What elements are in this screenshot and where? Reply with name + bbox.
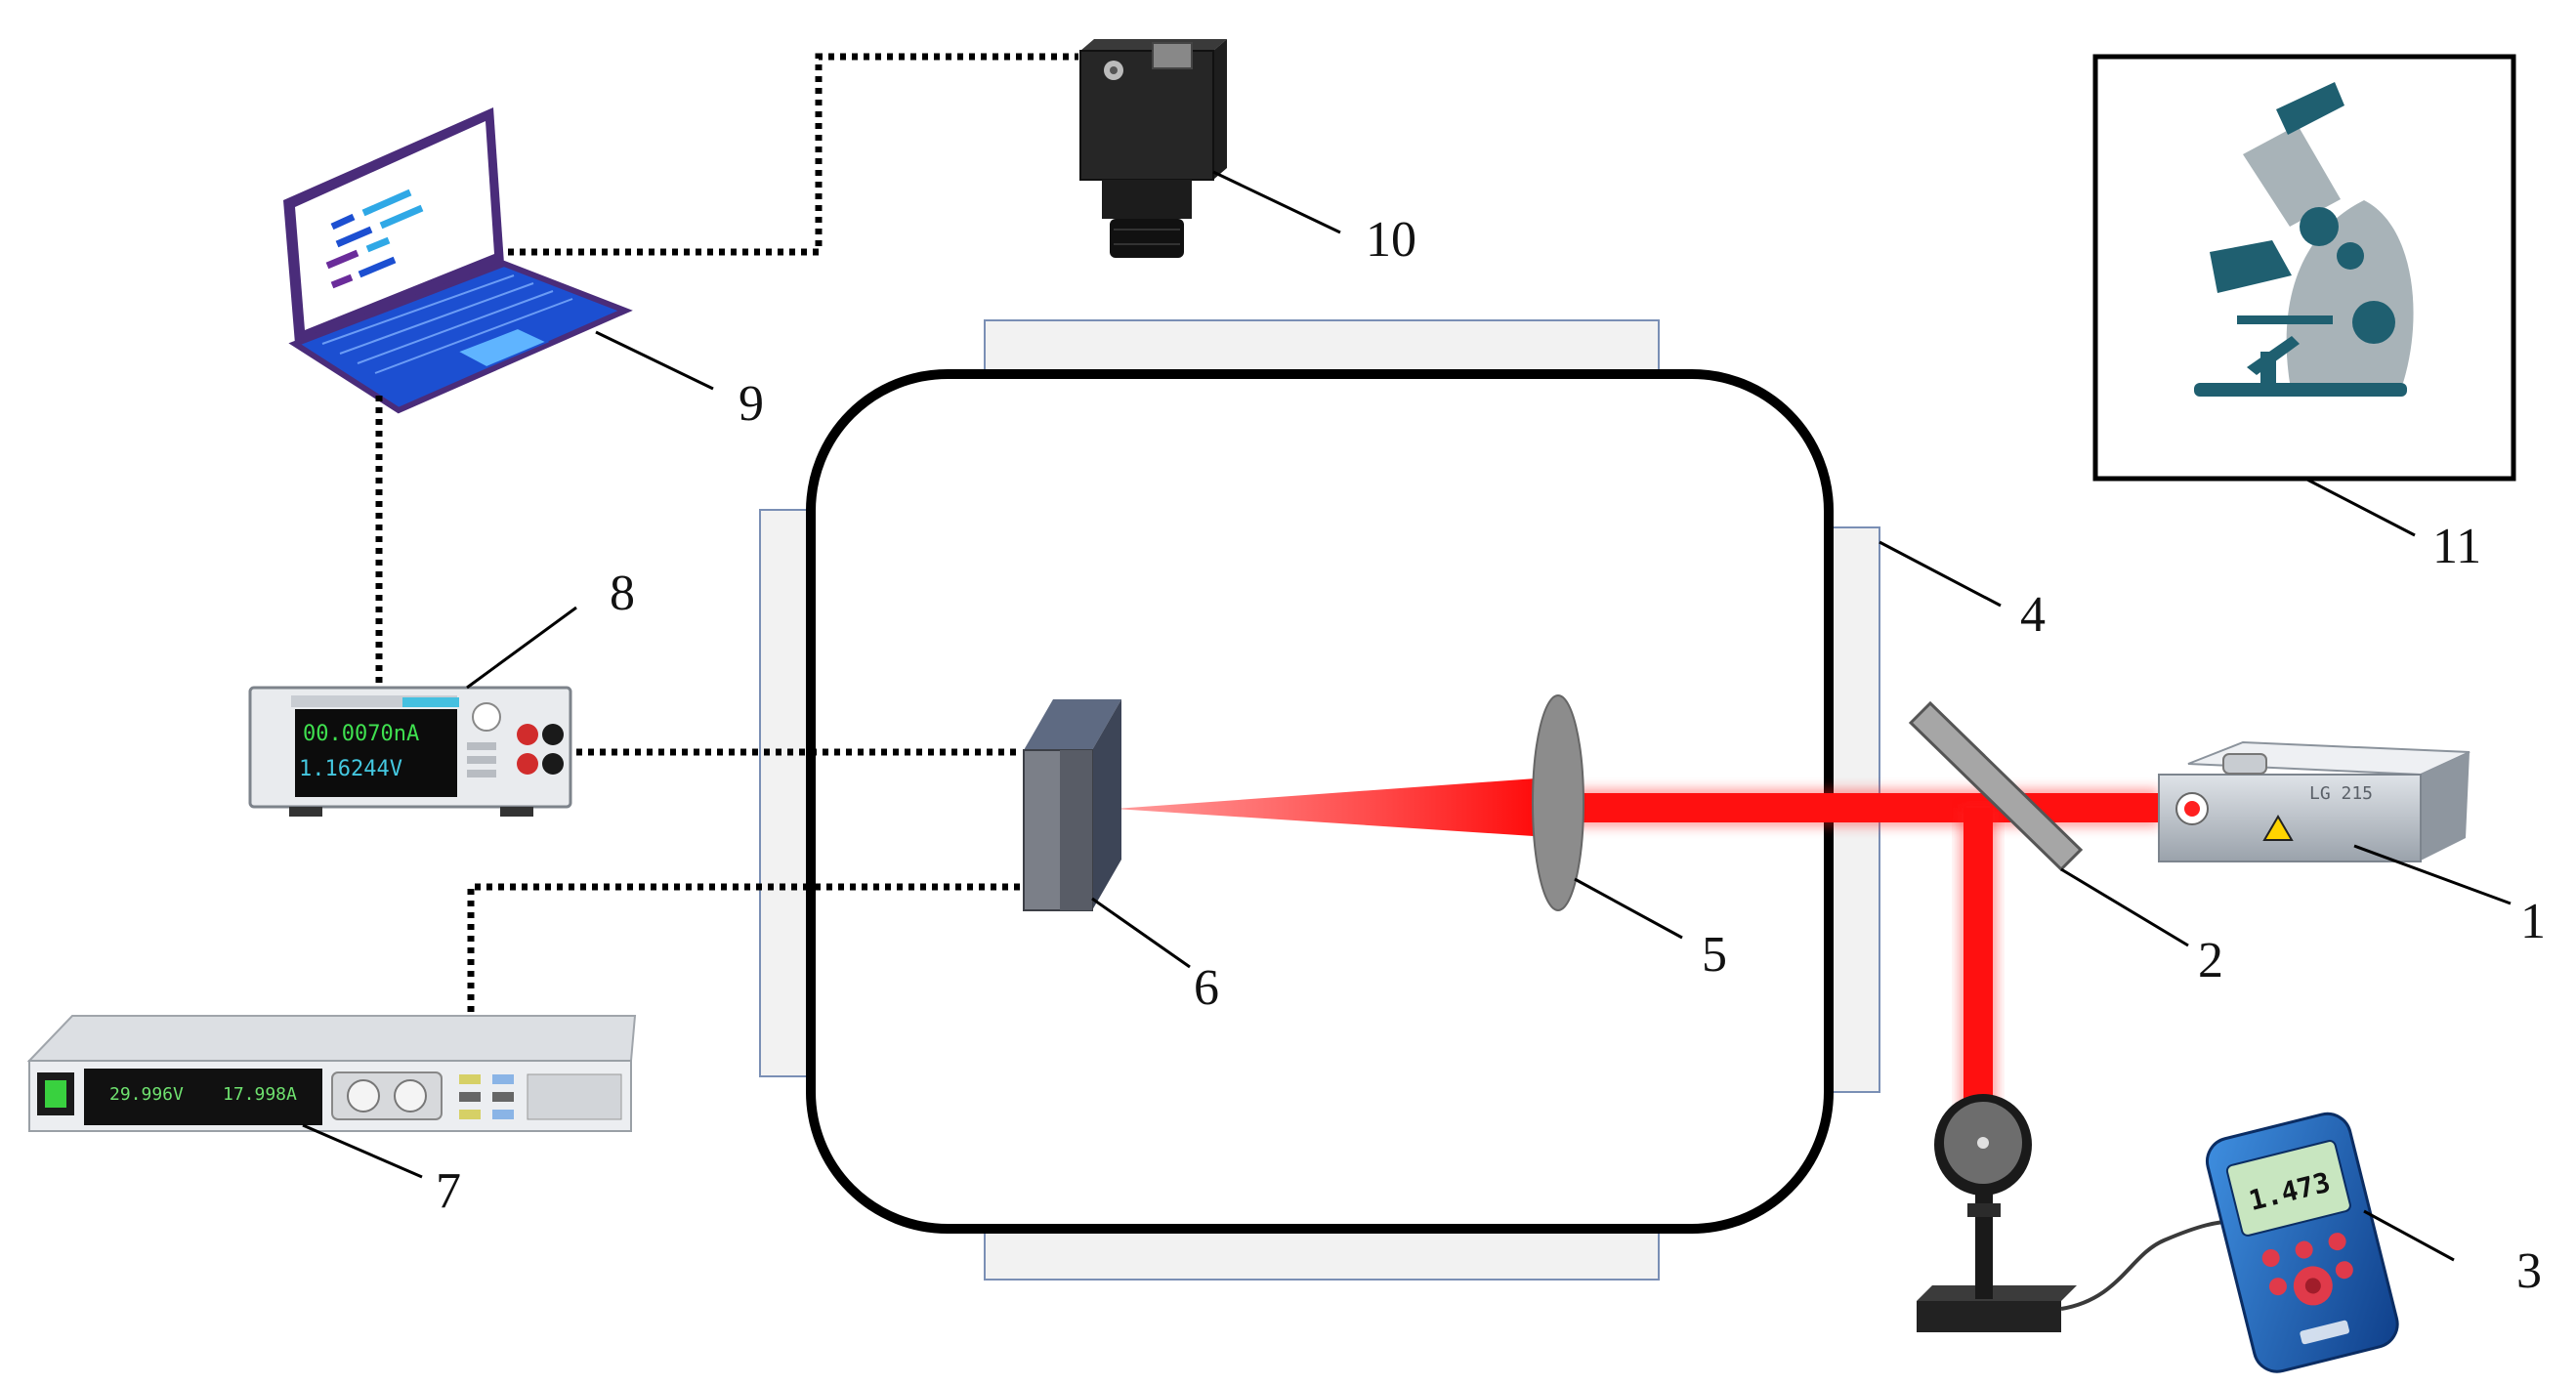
sourcemeter-current-reading: 00.0070nA <box>303 722 419 746</box>
callout-1: 1 <box>2520 894 2546 949</box>
handheld-power-meter-icon: 1.473 <box>2206 1112 2399 1373</box>
lens-icon <box>1532 694 1584 911</box>
laser-beam <box>1116 777 2159 1120</box>
sample-target-icon <box>1023 699 1121 911</box>
microscope-icon <box>2194 82 2414 397</box>
laptop-icon <box>283 107 633 414</box>
callout-5: 5 <box>1702 927 1727 983</box>
photodetector-head-icon <box>1917 1094 2240 1332</box>
beam-focused <box>1116 777 1563 838</box>
callout-4: 4 <box>2020 587 2046 643</box>
laser-head-icon: LG 215 <box>2158 740 2470 862</box>
sourcemeter-icon: 00.0070nA 1.16244V <box>248 686 572 817</box>
top-window <box>984 319 1660 372</box>
left-window <box>759 509 812 1077</box>
supply-current-reading: 17.998A <box>223 1084 297 1105</box>
beam-splitter-icon <box>1908 700 2084 872</box>
beam-vertical <box>1964 808 1993 1118</box>
callout-3: 3 <box>2516 1243 2542 1299</box>
microscope-inset <box>2092 54 2516 482</box>
dc-power-supply-icon: 29.996V 17.998A <box>26 1015 637 1132</box>
cable-supply-sample <box>467 883 1022 1012</box>
callout-10: 10 <box>1366 212 1416 268</box>
callout-2: 2 <box>2198 933 2223 988</box>
laptop-keyboard <box>321 274 573 374</box>
callout-numbers: 1 2 3 4 5 6 7 8 9 10 11 <box>436 212 2546 1299</box>
callout-9: 9 <box>739 376 764 432</box>
signal-cables <box>375 53 1078 1012</box>
beam-horizontal <box>1563 793 2159 822</box>
supply-voltage-reading: 29.996V <box>109 1084 184 1105</box>
camera-icon <box>1079 39 1227 258</box>
sourcemeter-voltage-reading: 1.16244V <box>299 757 402 781</box>
bottom-window <box>984 1228 1660 1281</box>
cable-laptop-camera <box>508 53 1078 256</box>
laptop-screen-code <box>325 189 424 289</box>
callout-11: 11 <box>2432 519 2481 574</box>
svg-text:LG 215: LG 215 <box>2309 783 2373 804</box>
callout-8: 8 <box>610 566 635 621</box>
callout-6: 6 <box>1194 960 1219 1016</box>
callout-7: 7 <box>436 1163 461 1219</box>
leader-lines <box>302 170 2512 1262</box>
